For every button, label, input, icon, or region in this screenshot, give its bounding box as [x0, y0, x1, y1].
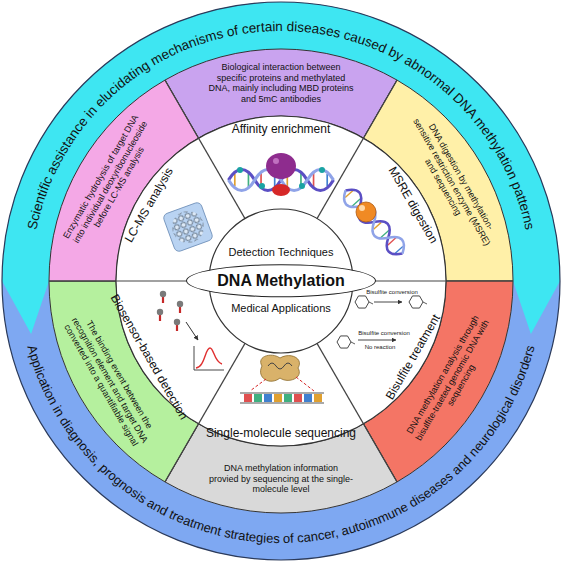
single-molecule-illustration — [240, 355, 324, 403]
title-text: Affinity enrichment — [232, 122, 331, 136]
sector-dividers — [49, 80, 513, 482]
annotation-label: No reaction — [364, 344, 397, 350]
technique-title: Single-molecule sequencing — [206, 426, 356, 440]
center-title: DNA Methylation — [186, 264, 375, 297]
center-circle: Detection TechniquesDNA MethylationMedic… — [176, 246, 386, 316]
center-heading: Detection Techniques — [229, 246, 334, 259]
sector-single-molecule — [165, 424, 397, 513]
description-text: DNA methylation information provied by s… — [208, 463, 354, 495]
technique-title: Affinity enrichment — [232, 122, 331, 136]
technique-description: Biological interaction between specific … — [208, 62, 354, 104]
description-text: Biological interaction between specific … — [208, 62, 354, 104]
lcms-illustration — [162, 201, 213, 252]
outer-band: Application in diagnosis, prognosis and … — [0, 262, 562, 562]
biosensor-illustration — [157, 291, 224, 370]
sector-affinity — [165, 49, 397, 138]
title-text: Single-molecule sequencing — [206, 426, 356, 440]
affinity-illustration — [229, 153, 334, 196]
center-heading: Medical Applications — [231, 303, 331, 316]
band-text: Application in diagnosis, prognosis and … — [24, 343, 537, 546]
technique-description: DNA methylation information provied by s… — [208, 463, 354, 495]
band-text-layer: Application in diagnosis, prognosis and … — [0, 262, 562, 562]
annotation-label: Bisulfite conversion — [365, 289, 419, 295]
annotation-label: Bisulfite conversion — [357, 330, 411, 336]
